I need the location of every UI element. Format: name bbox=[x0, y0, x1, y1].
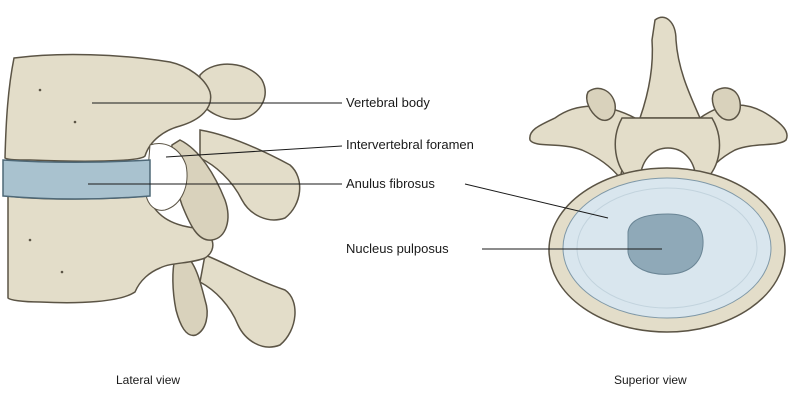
lateral-intervertebral-disc bbox=[2, 159, 151, 200]
superior-spinous-process bbox=[638, 16, 702, 119]
intervertebral-foramen-shape bbox=[145, 143, 188, 211]
upper-vertebral-body bbox=[4, 53, 212, 162]
superior-articular-knob bbox=[197, 63, 266, 120]
label-vertebral-body: Vertebral body bbox=[346, 95, 430, 110]
caption-superior-view: Superior view bbox=[614, 373, 687, 387]
leader-line-anulus-fibrosus-superior bbox=[464, 183, 609, 219]
lower-articular-process bbox=[172, 254, 208, 337]
label-nucleus-pulposus: Nucleus pulposus bbox=[346, 241, 449, 256]
lower-spinous-process bbox=[199, 253, 296, 348]
label-intervertebral-foramen: Intervertebral foramen bbox=[346, 137, 474, 152]
lateral-view-illustration bbox=[2, 53, 301, 348]
left-transverse-process bbox=[529, 105, 636, 180]
left-superior-articular-process bbox=[586, 87, 616, 122]
leader-line-intervertebral-foramen bbox=[165, 145, 343, 158]
label-anulus-fibrosus: Anulus fibrosus bbox=[346, 176, 435, 191]
right-superior-articular-process bbox=[711, 87, 741, 121]
upper-spinous-process bbox=[199, 129, 301, 221]
nucleus-pulposus-shape bbox=[627, 213, 704, 275]
right-transverse-process bbox=[699, 104, 788, 181]
superior-view-illustration bbox=[529, 16, 788, 333]
caption-lateral-view: Lateral view bbox=[116, 373, 181, 387]
leader-lines bbox=[88, 102, 662, 250]
